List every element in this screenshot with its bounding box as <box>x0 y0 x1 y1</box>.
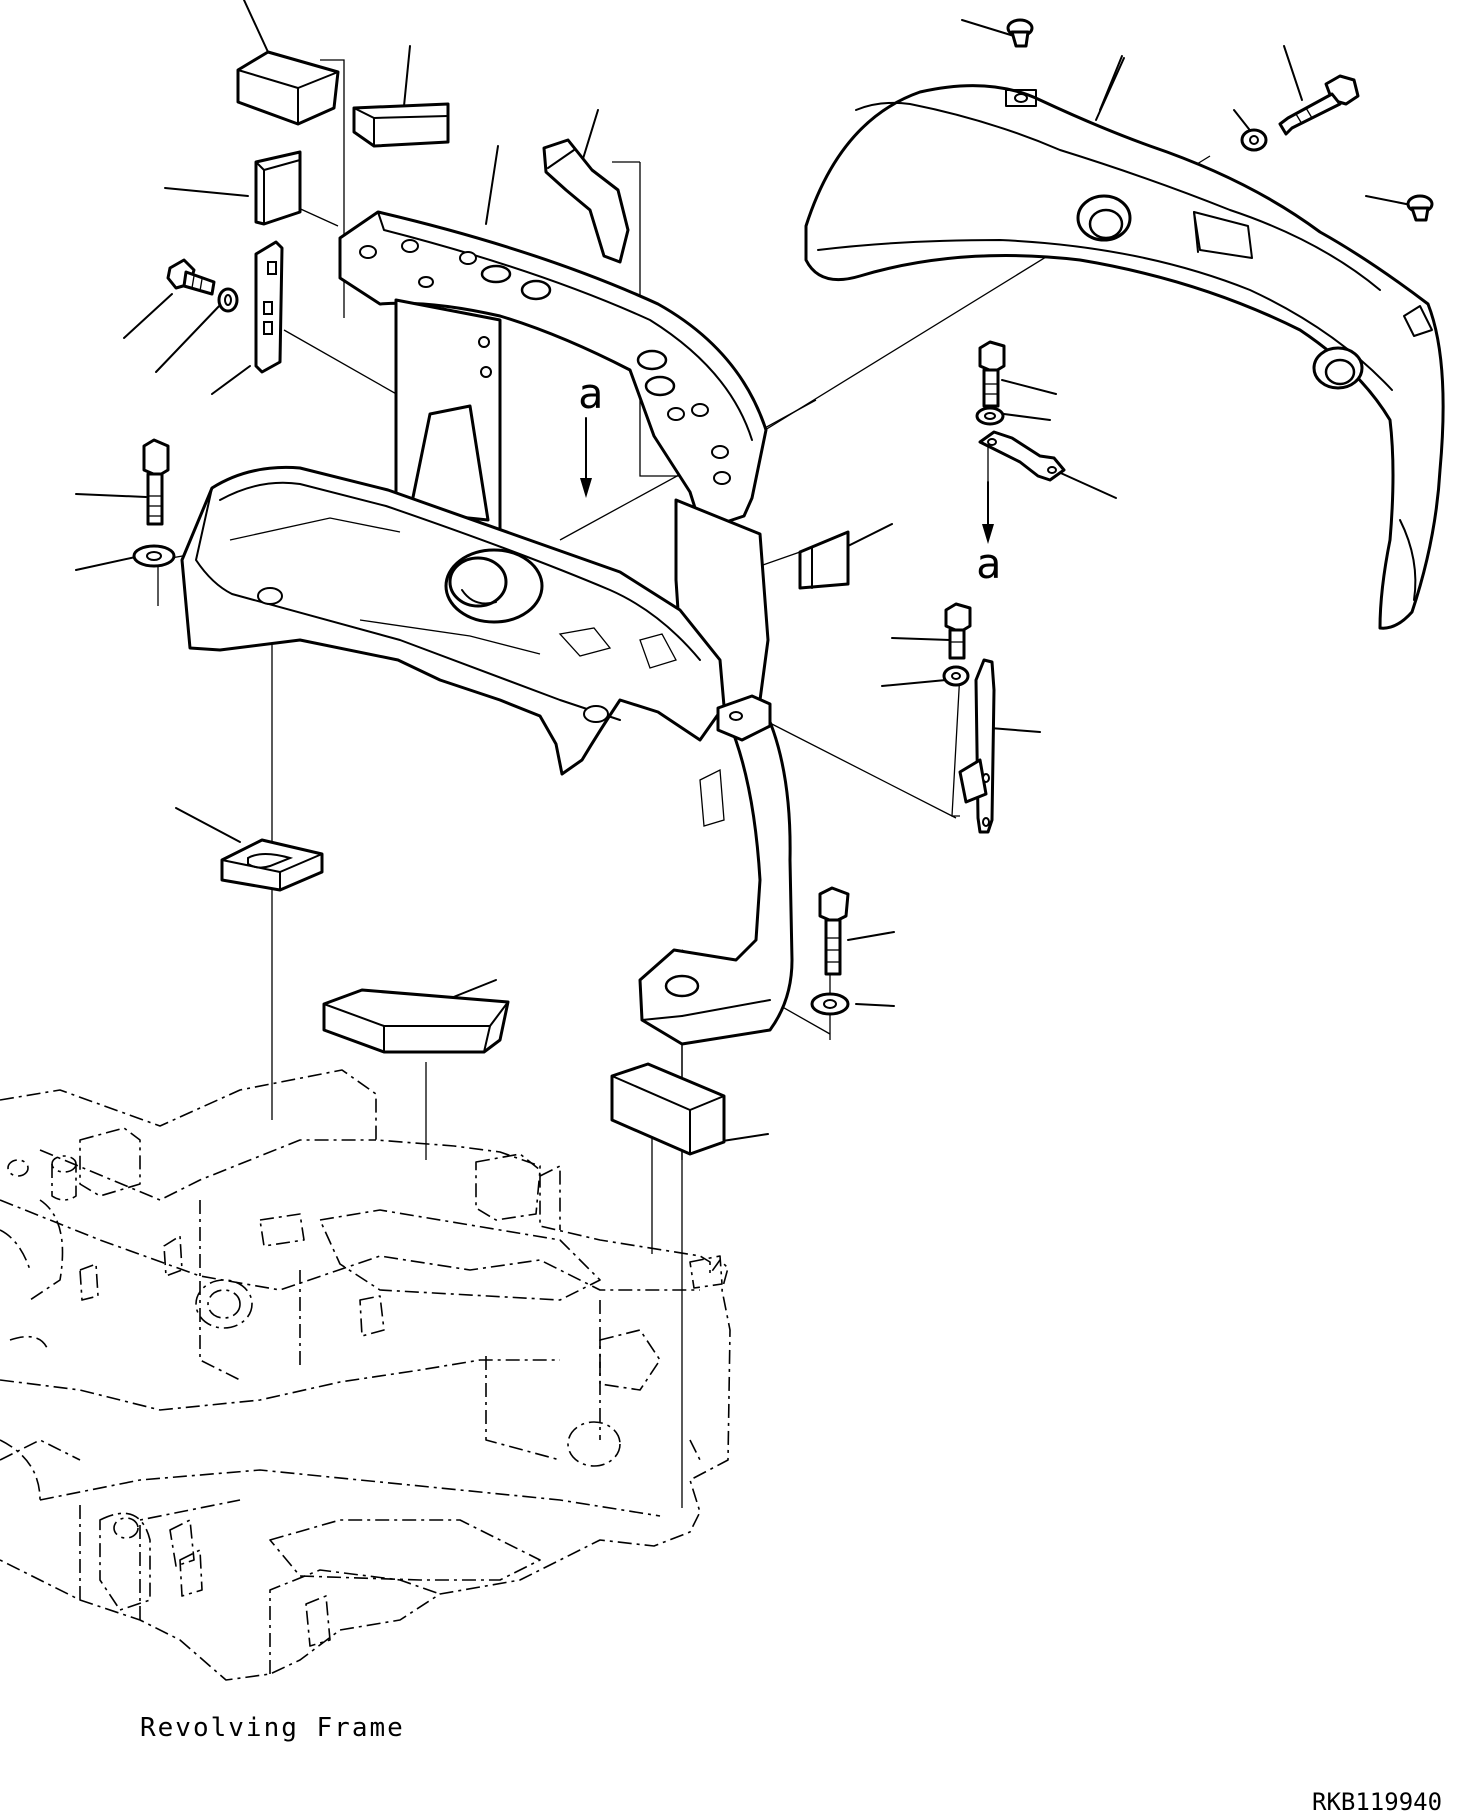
bolt-right-mid <box>978 340 1006 408</box>
view-marker-top-group: a <box>578 369 603 498</box>
view-marker-right: a <box>976 539 1001 588</box>
washer-top-right <box>1240 128 1268 152</box>
assembly-alignment-lines <box>157 59 1211 1508</box>
washer-right-lower-2 <box>810 992 850 1016</box>
callout-leaders <box>75 0 1417 1143</box>
bolt-right-lower-1 <box>944 602 972 660</box>
revolving-frame-outline <box>0 1069 731 1681</box>
counterweight-shell <box>804 84 1445 630</box>
hex-pad-part <box>322 988 510 1054</box>
stepped-bracket-part <box>542 138 630 264</box>
bolt-left-mid <box>142 438 170 526</box>
flat-plate-part <box>352 102 450 148</box>
washer-upper-left <box>217 287 239 313</box>
bolt-top-right <box>1278 74 1360 136</box>
screw-top-2 <box>1406 194 1434 222</box>
drawing-number: RKB119940 <box>1312 1788 1442 1816</box>
revolving-frame-label: Revolving Frame <box>140 1713 405 1743</box>
bolt-upper-left <box>166 258 216 296</box>
view-marker-top: a <box>578 369 603 418</box>
view-marker-right-group: a <box>976 481 1001 588</box>
counterweight-frame <box>180 210 794 1046</box>
vertical-bracket-part <box>958 658 996 834</box>
washer-left-mid <box>132 544 176 568</box>
screw-top-1 <box>1006 18 1034 48</box>
shim-plate-part <box>220 838 324 892</box>
washer-right-mid <box>975 406 1005 426</box>
angle-block-part <box>798 530 850 590</box>
long-block-part <box>610 1062 726 1156</box>
bolt-right-lower-2 <box>818 886 850 976</box>
strap-bracket-part <box>978 430 1066 482</box>
cube-block-part <box>254 150 302 226</box>
wedge-block-part <box>236 50 340 126</box>
washer-right-lower-1 <box>942 665 970 687</box>
bracket-plate-part <box>254 240 284 374</box>
